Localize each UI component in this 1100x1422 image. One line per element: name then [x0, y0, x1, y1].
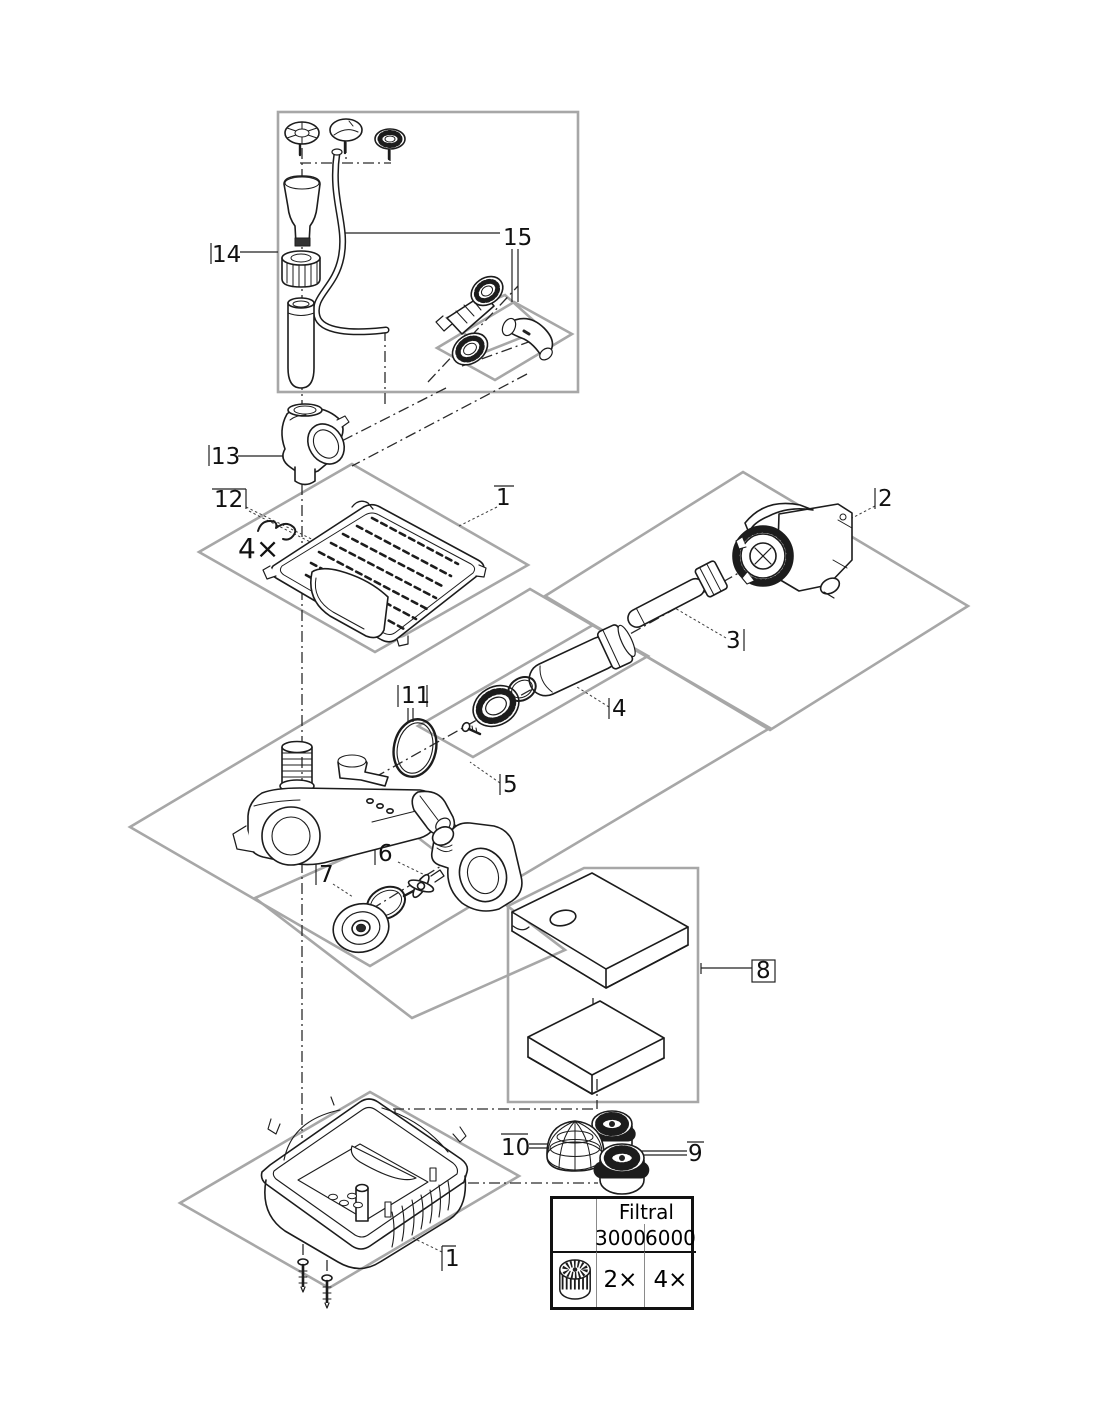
table-column-3000: 3000 — [595, 1224, 646, 1251]
callout-1-bottom: 1 — [445, 1246, 460, 1272]
callout-9: 9 — [688, 1141, 703, 1167]
strainer-dome — [546, 1120, 605, 1172]
group-diamond-uvc — [542, 470, 971, 732]
telescopic-tube — [287, 297, 315, 389]
quartz-glass-tube — [528, 624, 636, 697]
table-corner-cell — [553, 1199, 597, 1251]
table-header-product: Filtral — [618, 1199, 674, 1224]
table-media-cell — [553, 1251, 597, 1307]
pump-body — [232, 740, 456, 866]
callout-7: 7 — [319, 862, 334, 888]
distributor-valve — [281, 403, 350, 486]
bio-media-cylinder-back — [586, 1110, 638, 1158]
callout-11: 11 — [401, 683, 430, 709]
group-box-foams — [506, 866, 700, 1104]
small-o-ring — [507, 676, 537, 702]
callout-6: 6 — [378, 841, 393, 867]
retaining-clip — [257, 520, 297, 541]
callout-10: 10 — [501, 1135, 530, 1161]
group-box-fountain — [276, 110, 580, 394]
table-column-6000: 6000 — [645, 1225, 696, 1250]
assembly-group-outlines — [127, 110, 971, 1290]
filter-lid — [262, 500, 487, 647]
callout-3: 3 — [726, 628, 741, 654]
filter-media-icon — [558, 1259, 591, 1300]
base-screws — [297, 1258, 333, 1309]
foam-filter-top — [511, 872, 689, 989]
elbow-connector — [501, 317, 554, 361]
pump-cover-disc — [332, 902, 390, 954]
screw-small — [461, 721, 482, 736]
large-o-ring — [392, 718, 438, 778]
callout-12: 12 — [214, 487, 243, 513]
table-qty-6000: 4× — [645, 1251, 696, 1307]
union-nut — [281, 250, 321, 288]
impeller — [402, 869, 445, 899]
pump-housing-shell — [430, 822, 523, 912]
group-diamond-base — [177, 1090, 522, 1290]
group-diamond-impeller — [252, 828, 568, 1020]
uvc-lamp — [627, 560, 728, 628]
table-qty-3000: 2× — [597, 1251, 645, 1307]
foam-filter-bottom — [527, 1000, 665, 1095]
quantity-table: Filtral 3000 6000 2× 4× — [550, 1196, 696, 1310]
clip-quantity-label: 4× — [238, 532, 279, 565]
fountain-hose — [312, 148, 390, 336]
group-diamond-pump — [127, 587, 773, 968]
callout-2: 2 — [878, 486, 893, 512]
fountain-nozzle-heads — [284, 118, 406, 161]
callout-4: 4 — [612, 696, 627, 722]
uvc-unit-head — [732, 502, 853, 599]
callout-15: 15 — [503, 225, 532, 251]
leader-lines-solid — [208, 232, 876, 1271]
callout-1-top: 1 — [496, 485, 511, 511]
leader-lines-dotted — [245, 505, 876, 1253]
callout-8: 8 — [756, 958, 771, 984]
ring-nut — [472, 684, 520, 728]
filter-base — [260, 1096, 469, 1270]
callout-5: 5 — [503, 772, 518, 798]
hose-nut-upper — [470, 275, 504, 307]
bio-media-cylinder-front — [593, 1143, 651, 1195]
callout-14: 14 — [212, 242, 241, 268]
callout-labels: 14 15 13 12 4× 1 2 3 4 11 5 6 7 8 10 9 1 — [211, 225, 893, 1272]
group-diamond-lid — [196, 462, 531, 654]
fountain-nozzle-body — [283, 175, 321, 247]
callout-13: 13 — [211, 444, 240, 470]
hose-nut-lower — [451, 332, 489, 366]
